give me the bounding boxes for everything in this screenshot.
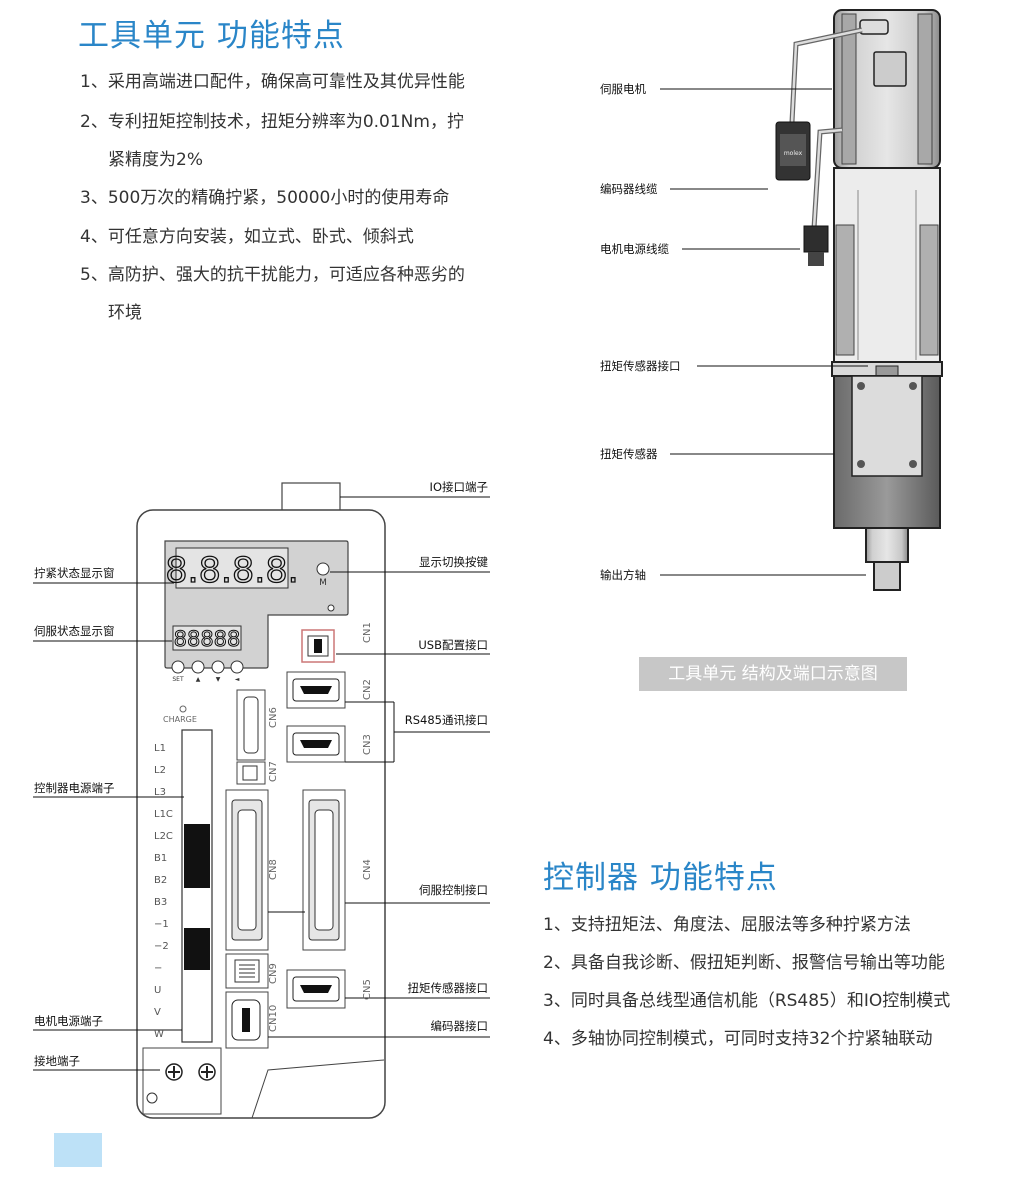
terminal-label-b2: B2 (154, 875, 168, 886)
label-output-shaft: 输出方轴 (600, 568, 646, 582)
shift-label: ◄ (235, 676, 240, 683)
tool-feature-5: 5、高防护、强大的抗干扰能力，可适应各种恶劣的 (80, 265, 465, 285)
label-motor-terminal: 电机电源端子 (34, 1014, 103, 1028)
controller-feature-1: 1、支持扭矩法、角度法、屈服法等多种拧紧方法 (543, 915, 911, 935)
label-tool-torque-sensor-port: 扭矩传感器接口 (600, 359, 681, 373)
label-motor-power-cable: 电机电源线缆 (600, 242, 669, 256)
terminal-label-l3: L3 (154, 787, 166, 798)
tool-feature-4: 4、可任意方向安装，如立式、卧式、倾斜式 (80, 227, 414, 247)
label-usb-port: USB配置接口 (418, 638, 488, 652)
cn3-label: CN3 (362, 734, 373, 755)
servo-display (172, 625, 242, 651)
tool-unit-drawing: molex (660, 9, 943, 591)
tool-diagram-caption: 工具单元 结构及端口示意图 (639, 657, 907, 691)
up-button[interactable] (191, 660, 205, 674)
cn7-label: CN7 (268, 761, 279, 782)
tool-feature-2: 2、专利扭矩控制技术，扭矩分辨率为0.01Nm，拧 (80, 112, 464, 132)
label-servo-motor: 伺服电机 (600, 82, 646, 96)
controller-feature-2: 2、具备自我诊断、假扭矩判断、报警信号输出等功能 (543, 953, 945, 973)
terminal-label-b3: B3 (154, 897, 168, 908)
label-encoder-cable: 编码器线缆 (600, 182, 658, 196)
tool-feature-2-cont: 紧精度为2% (108, 150, 203, 170)
connector-brand-label: molex (784, 150, 803, 157)
cn6-label: CN6 (268, 707, 279, 728)
tool-feature-3: 3、500万次的精确拧紧，50000小时的使用寿命 (80, 188, 450, 208)
terminal-label-l2: L2 (154, 765, 166, 776)
cn10-label: CN10 (268, 1004, 279, 1032)
tighten-display (175, 547, 289, 589)
cn5-label: CN5 (362, 979, 373, 1000)
label-encoder-port: 编码器接口 (430, 1019, 489, 1033)
charge-label: CHARGE (163, 715, 197, 724)
controller-drawing: 8.8.8.8. 88888 M SET ▲ ▼ ◄ CHARGE (33, 482, 490, 1119)
cn2-label: CN2 (362, 679, 373, 700)
controller-heading: 控制器 功能特点 (543, 860, 778, 896)
terminal-label-b1: B1 (154, 853, 168, 864)
controller-feature-3: 3、同时具备总线型通信机能（RS485）和IO控制模式 (543, 991, 951, 1011)
label-servo-control-port: 伺服控制接口 (419, 883, 488, 897)
label-servo-display: 伺服状态显示窗 (34, 624, 115, 638)
corner-decoration (54, 1133, 102, 1167)
cn4-label: CN4 (362, 859, 373, 880)
label-controller-torque-port: 扭矩传感器接口 (407, 981, 489, 995)
terminal-label-u: U (154, 985, 162, 996)
m-key-button[interactable] (316, 562, 330, 576)
label-power-terminal: 控制器电源端子 (34, 781, 115, 795)
ground-terminal (142, 1047, 222, 1115)
big-display-digits: 8.8.8.8. (165, 551, 299, 591)
tool-feature-1: 1、采用高端进口配件，确保高可靠性及其优异性能 (80, 72, 465, 92)
power-connector (803, 225, 829, 253)
terminal-label-l1c: L1C (154, 809, 173, 820)
cn1-label: CN1 (362, 622, 373, 643)
terminal-label-l2c: L2C (154, 831, 173, 842)
small-display-digits: 88888 (174, 627, 241, 651)
terminal-label-v: V (154, 1007, 161, 1018)
m-key-label: M (319, 578, 327, 588)
terminal-label-n1: −1 (154, 919, 169, 930)
label-ground-terminal: 接地端子 (34, 1054, 80, 1068)
terminal-label-w: W (154, 1029, 164, 1040)
terminal-label-l1: L1 (154, 743, 166, 754)
label-tighten-display: 拧紧状态显示窗 (34, 566, 115, 580)
label-rs485-port: RS485通讯接口 (404, 713, 488, 727)
label-io-terminal: IO接口端子 (429, 480, 488, 494)
label-torque-sensor: 扭矩传感器 (600, 447, 658, 461)
shift-button[interactable] (230, 660, 244, 674)
set-button[interactable] (171, 660, 185, 674)
tool-heading: 工具单元 功能特点 (78, 18, 345, 54)
down-label: ▼ (216, 676, 221, 683)
up-label: ▲ (196, 676, 201, 683)
cn9-label: CN9 (268, 963, 279, 984)
terminal-label-n2: −2 (154, 941, 169, 952)
terminal-labels: L1 L2 L3 L1C L2C B1 B2 B3 −1 −2 − U V W (154, 738, 173, 1046)
set-label: SET (172, 676, 184, 683)
terminal-label-neg: − (154, 963, 163, 974)
tool-feature-5-cont: 环境 (108, 303, 142, 323)
down-button[interactable] (211, 660, 225, 674)
cn8-label: CN8 (268, 859, 279, 880)
controller-feature-4: 4、多轴协同控制模式，可同时支持32个拧紧轴联动 (543, 1029, 933, 1049)
label-display-switch: 显示切换按键 (419, 555, 488, 569)
output-shaft (873, 561, 901, 591)
